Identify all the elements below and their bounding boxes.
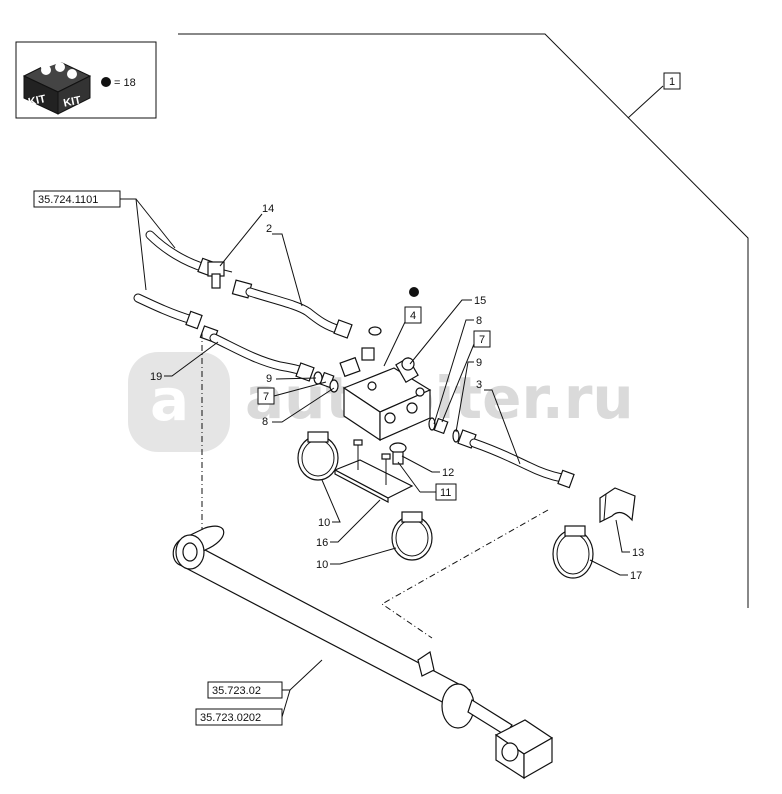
leader-15 [409, 299, 472, 365]
kit-box-icon [22, 56, 92, 115]
watermark-logo-badge [128, 352, 230, 452]
pipe-2 [231, 279, 353, 339]
kit-label-left: KIT [27, 93, 47, 108]
leader-7a [273, 381, 327, 397]
hose-stub-upper [145, 230, 215, 277]
callout-15: 15 [474, 295, 486, 307]
callout-10a: 10 [318, 517, 330, 529]
leader-13 [615, 519, 630, 553]
kit-dot-marker [409, 287, 419, 297]
leader-1 [627, 85, 664, 119]
watermark-logo-letter: a [150, 366, 189, 434]
group-bracket-line [178, 33, 749, 608]
leader-4 [383, 321, 406, 367]
plug-12 [389, 442, 407, 465]
leader-9b [275, 377, 317, 380]
callout-17: 17 [630, 570, 642, 582]
pipe-19 [199, 325, 315, 382]
callout-2: 2 [266, 223, 272, 235]
hydraulic-cylinder [172, 525, 554, 780]
tee-fitting-14 [207, 261, 233, 289]
pressure-switch-15 [395, 357, 419, 383]
bracket-16 [333, 439, 414, 503]
boxed-label-1: 1 [669, 76, 675, 88]
leader-ref-top-a [120, 198, 147, 291]
boxed-label-7b: 7 [479, 334, 485, 346]
boxed-label-1-frame [663, 72, 681, 90]
leader-12 [401, 455, 440, 473]
callout-13: 13 [632, 547, 644, 559]
boxed-label-11: 11 [440, 487, 451, 499]
leader-3 [484, 389, 521, 465]
hose-clamp-10-upper [297, 431, 339, 481]
leader-19 [164, 341, 219, 377]
filled-dot-icon [101, 77, 111, 87]
leader-17 [589, 559, 628, 576]
fittings-left [313, 326, 382, 393]
fittings-right [428, 417, 460, 443]
callout-12: 12 [442, 467, 454, 479]
kit-label-right: KIT [62, 94, 82, 109]
callout-8a: 8 [476, 315, 482, 327]
leader-ref-bottom-b [281, 689, 291, 718]
boxed-label-4: 4 [410, 310, 416, 322]
kit-legend-value: = 18 [114, 77, 136, 89]
callout-14: 14 [262, 203, 274, 215]
leader-9a [455, 361, 474, 433]
boxed-label-7b-frame [473, 330, 491, 348]
leader-10b [330, 547, 397, 565]
leader-10a [321, 479, 341, 523]
leader-11b [397, 461, 421, 493]
hose-clamp-17 [552, 525, 594, 579]
leader-16 [330, 499, 381, 543]
ref-bottom-2: 35.723.0202 [200, 712, 261, 724]
kit-legend: KIT KIT = 18 [15, 41, 157, 119]
pipe-3 [457, 429, 575, 489]
leader-8a [433, 319, 474, 425]
leader-ref-top-b [135, 198, 176, 249]
callout-16: 16 [316, 537, 328, 549]
hose-stub-lower [133, 293, 203, 330]
ref-bottom-1: 35.723.02 [212, 685, 261, 697]
leader-2 [272, 233, 303, 307]
callout-8b: 8 [262, 416, 268, 428]
leader-ref-bottom [282, 659, 323, 691]
leader-14 [219, 213, 263, 267]
callout-3: 3 [476, 379, 482, 391]
clip-13 [599, 487, 636, 523]
boxed-label-4-frame [404, 306, 422, 324]
ref-top-left: 35.724.1101 [38, 194, 98, 206]
callout-9a: 9 [476, 357, 482, 369]
leader-8b [272, 387, 335, 423]
boxed-label-7a: 7 [263, 391, 269, 403]
hose-clamp-10-lower [391, 511, 433, 561]
callout-19: 19 [150, 371, 162, 383]
callout-9b: 9 [266, 373, 272, 385]
o-ring-18 [368, 326, 382, 336]
callout-10b: 10 [316, 559, 328, 571]
leader-7b [441, 343, 475, 423]
